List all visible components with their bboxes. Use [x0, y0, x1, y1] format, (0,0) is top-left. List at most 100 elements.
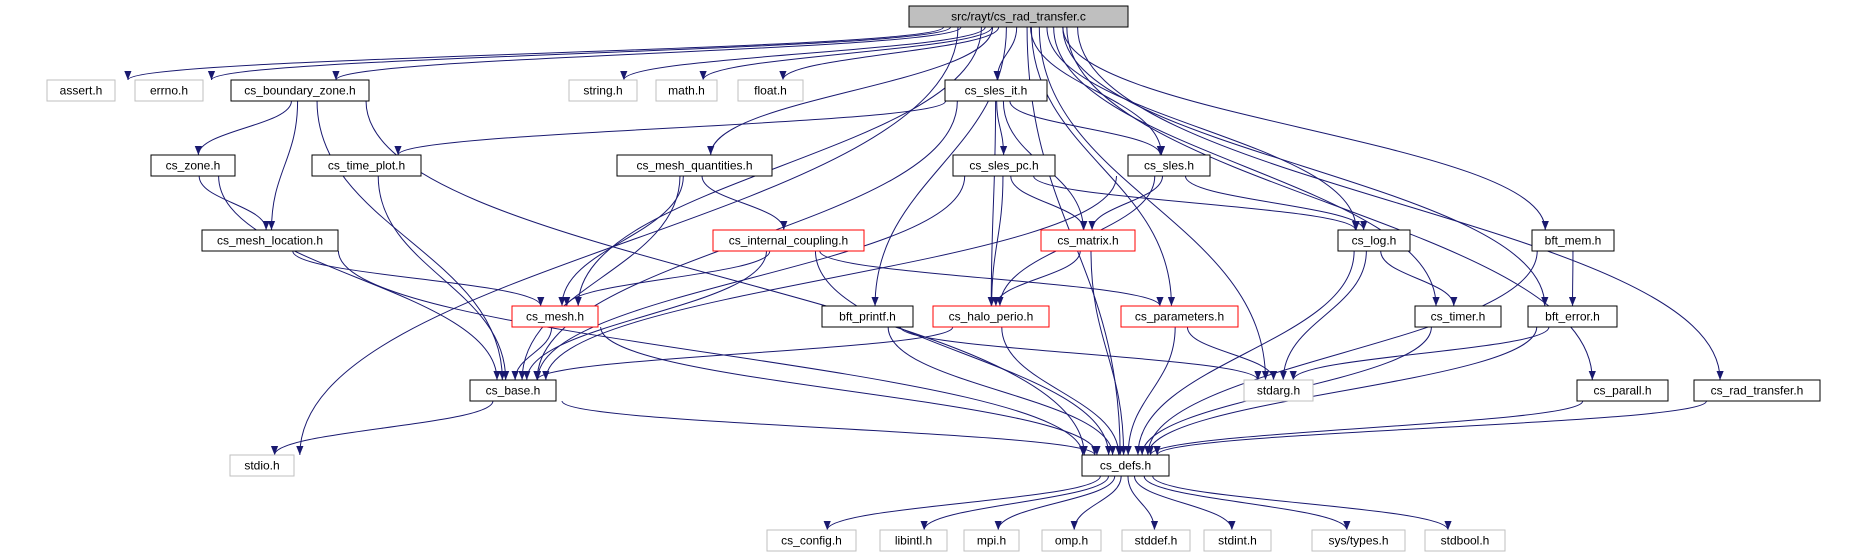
node-box — [1203, 529, 1272, 552]
edge-halo_perio-to-defs — [1001, 326, 1123, 456]
node-parameters[interactable]: cs_parameters.h — [1120, 305, 1239, 328]
node-box — [311, 154, 422, 177]
node-base[interactable]: cs_base.h — [469, 379, 557, 402]
edge-root-to-assert — [124, 26, 944, 81]
edge-bft_error-to-defs — [1144, 326, 1538, 456]
node-sles-pc[interactable]: cs_sles_pc.h — [952, 154, 1056, 177]
edge-base-to-stdio — [271, 400, 494, 456]
node-stdio: stdio.h — [229, 454, 295, 477]
edge-sles_pc-to-halo_perio — [988, 175, 1004, 307]
node-stdarg: stdarg.h — [1243, 379, 1314, 402]
node-box — [1531, 229, 1615, 252]
edge-internal_coupling-to-base — [523, 250, 767, 381]
edge-parameters-to-defs — [1124, 326, 1176, 456]
node-matrix[interactable]: cs_matrix.h — [1040, 229, 1136, 252]
node-label: stdint.h — [1218, 534, 1257, 548]
node-bft-printf[interactable]: bft_printf.h — [821, 305, 914, 328]
node-sles-it[interactable]: cs_sles_it.h — [944, 79, 1048, 102]
node-internal-coupling[interactable]: cs_internal_coupling.h — [712, 229, 865, 252]
edge-sles_it-to-time_plot — [394, 100, 947, 156]
node-label: cs_log.h — [1352, 234, 1397, 248]
node-math: math.h — [655, 79, 718, 102]
edge-defs-to-systypes — [1143, 475, 1351, 531]
node-label: stdio.h — [244, 459, 279, 473]
node-box — [1081, 454, 1170, 477]
edge-root-to-rad_transfer — [1077, 26, 1724, 381]
edge-root-to-errno — [208, 26, 952, 81]
node-omp: omp.h — [1041, 529, 1102, 552]
node-box — [201, 229, 339, 252]
node-errno: errno.h — [134, 79, 204, 102]
node-label: cs_matrix.h — [1057, 234, 1118, 248]
node-box — [1120, 305, 1239, 328]
node-boundary-zone[interactable]: cs_boundary_zone.h — [230, 79, 370, 102]
edge-sles_pc-to-matrix — [1010, 175, 1088, 231]
edge-rad_transfer-to-defs — [1153, 400, 1707, 456]
edge-boundary_zone-to-mesh_location — [267, 100, 299, 231]
node-mesh-quantities[interactable]: cs_mesh_quantities.h — [616, 154, 773, 177]
edge-root-to-bft_printf — [871, 26, 1007, 307]
node-timer[interactable]: cs_timer.h — [1414, 305, 1502, 328]
node-label: stdarg.h — [1257, 384, 1300, 398]
node-log[interactable]: cs_log.h — [1337, 229, 1411, 252]
node-zone[interactable]: cs_zone.h — [150, 154, 236, 177]
edge-time_plot-to-base — [377, 175, 510, 381]
node-box — [469, 379, 557, 402]
node-box — [1243, 379, 1314, 402]
edge-defs-to-omp — [1070, 475, 1122, 531]
edge-sles-to-matrix — [1088, 175, 1164, 231]
node-label: bft_printf.h — [839, 310, 896, 324]
node-label: cs_mesh_location.h — [217, 234, 323, 248]
node-label: cs_sles_pc.h — [969, 159, 1038, 173]
node-label: src/rayt/cs_rad_transfer.c — [951, 10, 1086, 24]
node-label: cs_boundary_zone.h — [244, 84, 355, 98]
edge-mesh_quantities-to-mesh — [558, 175, 684, 307]
node-box — [655, 79, 718, 102]
node-label: omp.h — [1055, 534, 1088, 548]
node-box — [1693, 379, 1821, 402]
node-halo-perio[interactable]: cs_halo_perio.h — [932, 305, 1050, 328]
node-label: stddef.h — [1135, 534, 1178, 548]
node-box — [568, 79, 638, 102]
node-rad-transfer[interactable]: cs_rad_transfer.h — [1693, 379, 1821, 402]
edge-defs-to-config — [823, 475, 1101, 531]
node-box — [1527, 305, 1618, 328]
node-box — [932, 305, 1050, 328]
node-label: cs_sles.h — [1144, 159, 1194, 173]
edge-log-to-stdarg — [1279, 250, 1367, 381]
node-bft-mem[interactable]: bft_mem.h — [1531, 229, 1615, 252]
edge-root-to-mesh_quantities — [707, 26, 994, 156]
node-label: cs_time_plot.h — [328, 159, 405, 173]
node-mesh[interactable]: cs_mesh.h — [511, 305, 599, 328]
edge-parameters-to-stdarg — [1186, 326, 1278, 381]
node-label: errno.h — [150, 84, 188, 98]
edge-root-to-math — [699, 26, 993, 81]
edge-internal_coupling-to-mesh — [563, 250, 771, 307]
edge-boundary_zone-to-defs — [365, 100, 1088, 456]
edge-matrix-to-defs — [1090, 250, 1128, 456]
edge-defs-to-stdint — [1133, 475, 1236, 531]
node-box — [963, 529, 1020, 552]
node-label: cs_zone.h — [166, 159, 221, 173]
node-bft-error[interactable]: bft_error.h — [1527, 305, 1618, 328]
node-label: cs_defs.h — [1100, 459, 1151, 473]
edge-sles_it-to-sles — [1009, 100, 1164, 156]
edge-internal_coupling-to-defs — [814, 250, 1113, 456]
node-mesh-location[interactable]: cs_mesh_location.h — [201, 229, 339, 252]
node-assert: assert.h — [46, 79, 116, 102]
node-sles[interactable]: cs_sles.h — [1127, 154, 1211, 177]
node-root[interactable]: src/rayt/cs_rad_transfer.c — [908, 5, 1129, 28]
edge-halo_perio-to-base — [533, 326, 954, 381]
edge-bft_printf-to-stdarg — [899, 326, 1262, 381]
node-box — [1121, 529, 1191, 552]
edge-mesh_location-to-mesh — [292, 250, 545, 307]
edge-root-to-mesh — [574, 26, 982, 307]
node-parall[interactable]: cs_parall.h — [1576, 379, 1669, 402]
node-label: cs_mesh.h — [526, 310, 584, 324]
node-box — [766, 529, 857, 552]
node-defs[interactable]: cs_defs.h — [1081, 454, 1170, 477]
node-time-plot[interactable]: cs_time_plot.h — [311, 154, 422, 177]
edge-root-to-sles — [1030, 26, 1166, 156]
edge-root-to-stdio — [296, 26, 959, 456]
node-box — [150, 154, 236, 177]
